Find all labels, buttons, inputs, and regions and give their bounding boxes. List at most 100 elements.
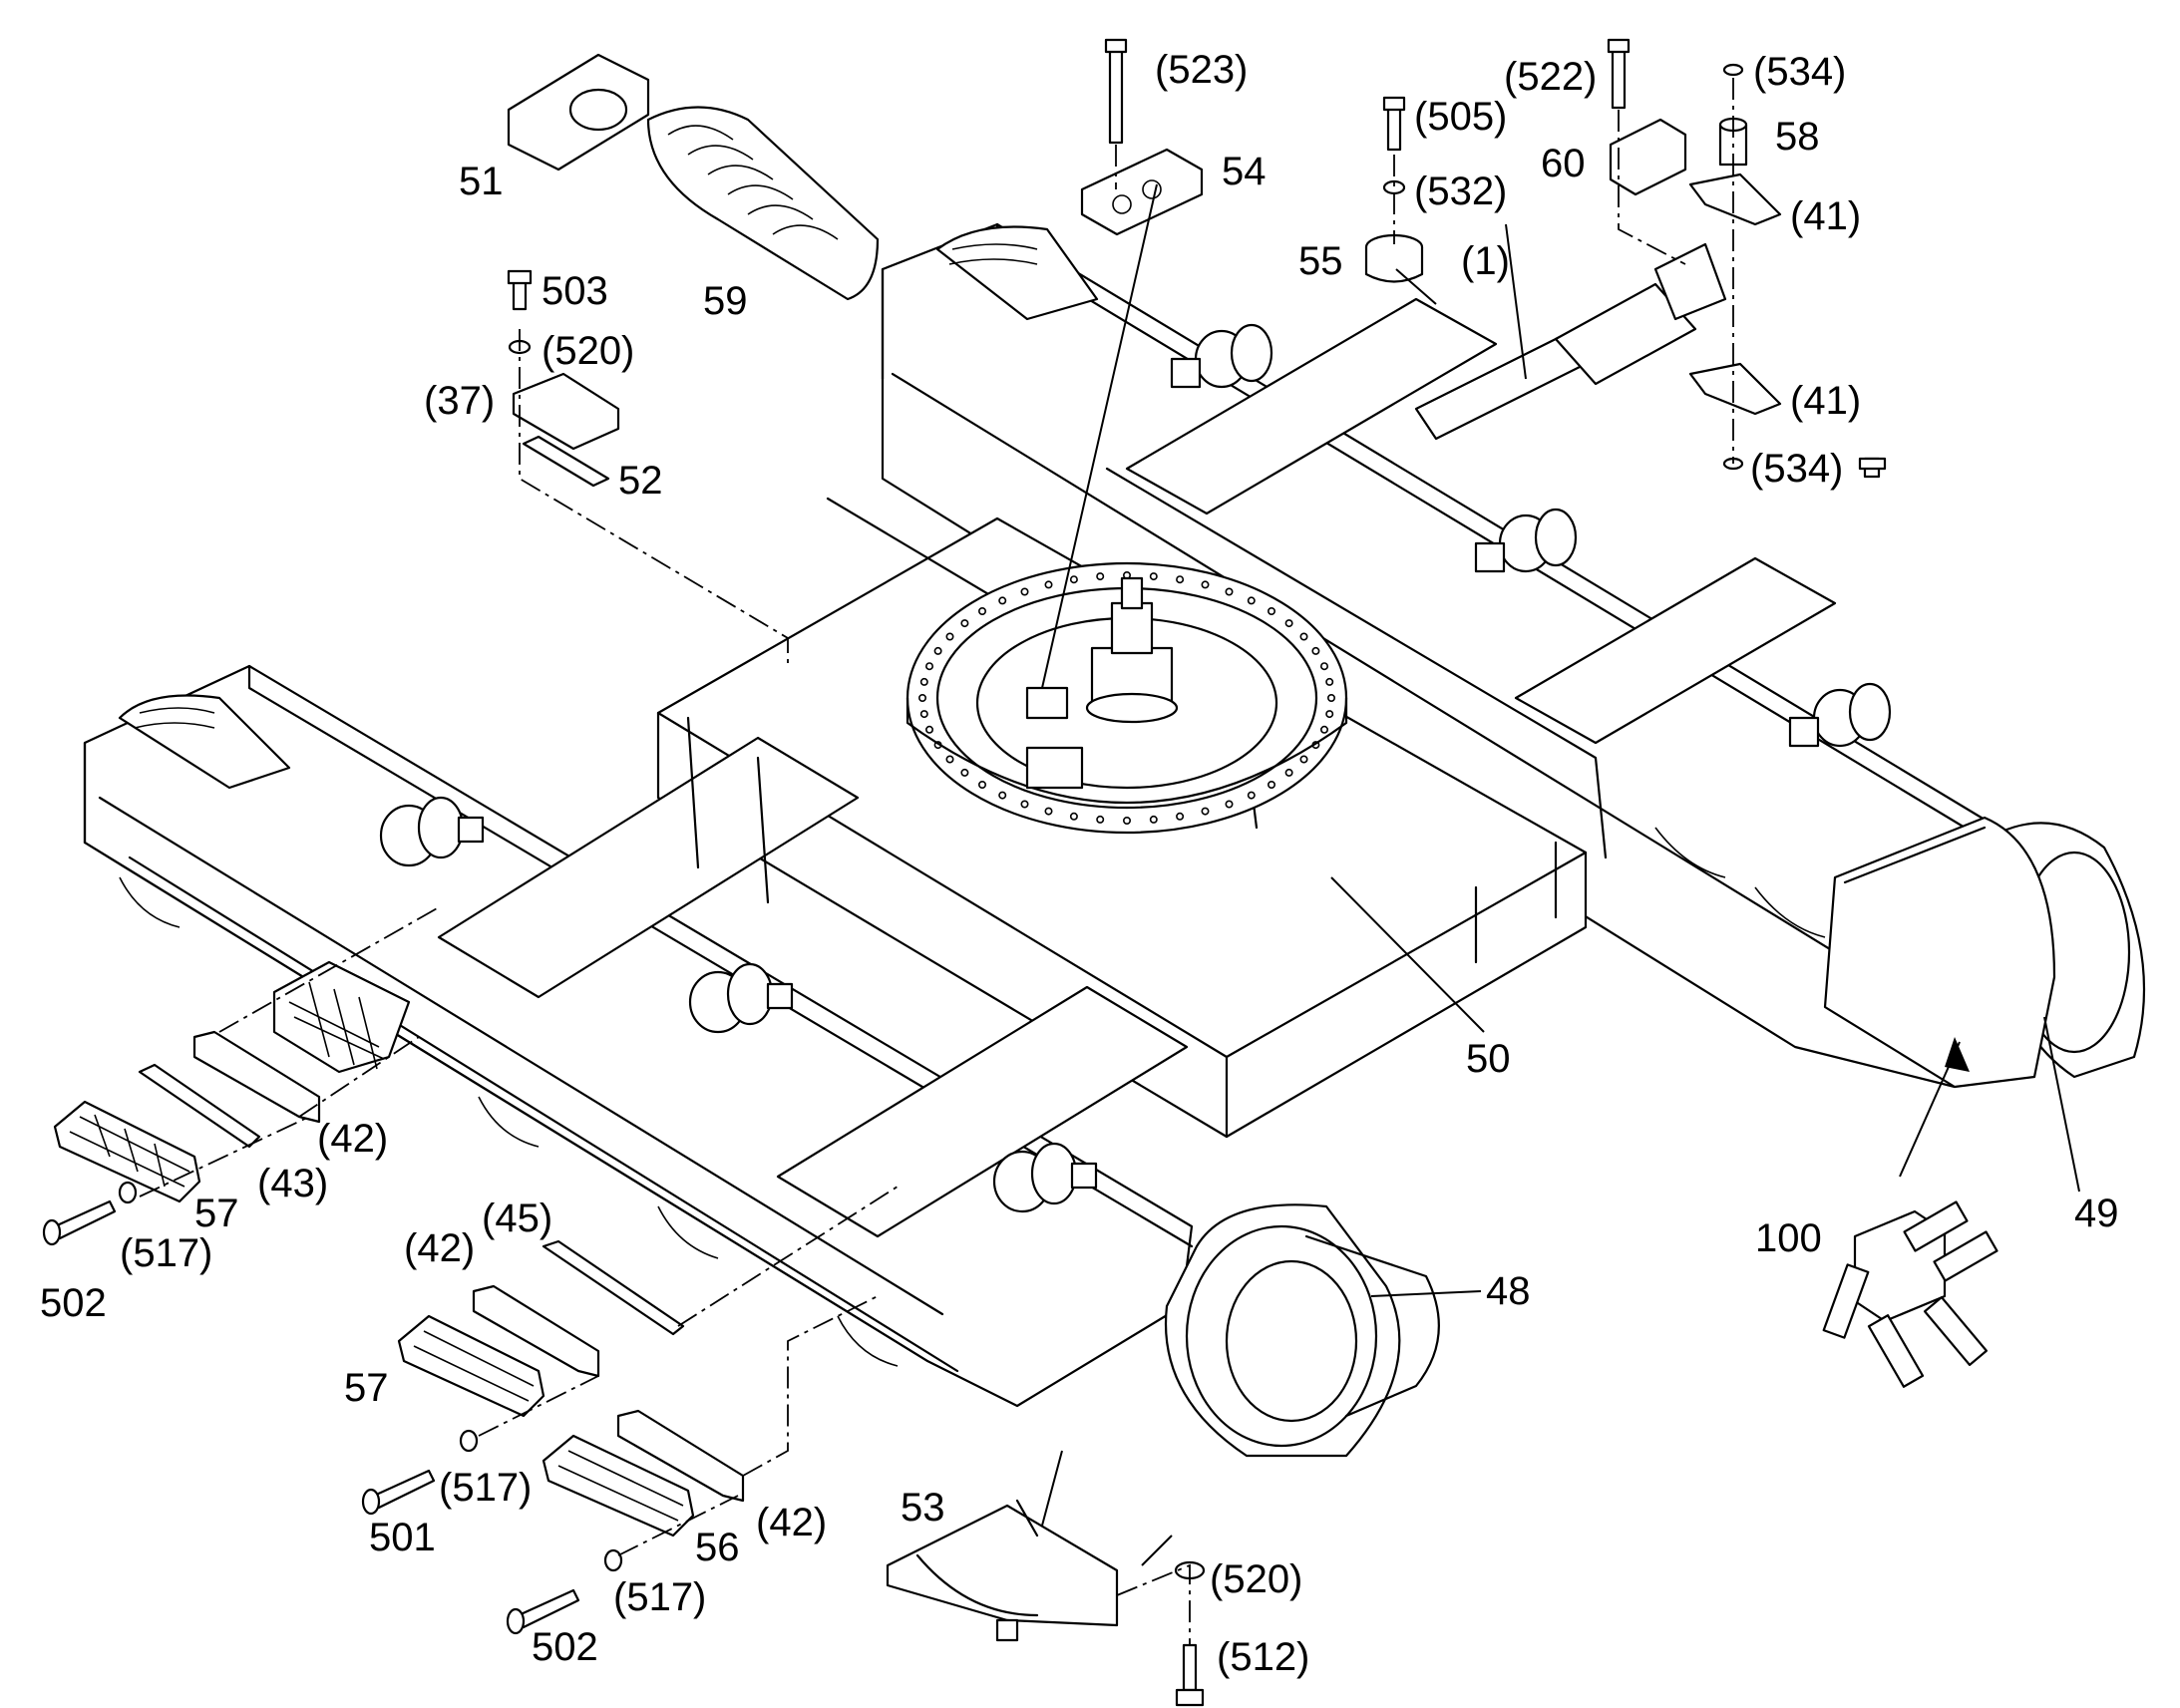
plate-45 xyxy=(542,1239,685,1336)
ring-bolt-hole xyxy=(1044,807,1053,816)
callout-48: 48 xyxy=(1486,1269,1531,1313)
callout-512: (512) xyxy=(1217,1635,1309,1679)
bolt-522 xyxy=(1607,38,1631,110)
callout-502-lower: 502 xyxy=(532,1625,598,1669)
callout-534-upper: (534) xyxy=(1753,50,1846,94)
callout-56: 56 xyxy=(695,1526,740,1569)
ring-bolt-hole xyxy=(1176,812,1185,821)
ring-bolt-hole xyxy=(1284,619,1293,628)
step-57-lower xyxy=(397,1314,545,1418)
callout-50: 50 xyxy=(1466,1037,1511,1081)
callout-42-upper: (42) xyxy=(317,1117,388,1161)
callout-43: (43) xyxy=(257,1162,328,1205)
bracket-42-upper xyxy=(192,1030,321,1124)
ring-bolt-hole xyxy=(1268,606,1276,615)
ring-bolt-hole xyxy=(1284,768,1293,777)
ring-bolt-hole xyxy=(1096,572,1105,581)
callout-57-upper: 57 xyxy=(194,1192,239,1235)
callout-52: 52 xyxy=(618,459,663,503)
travel-motor-sprocket-48 xyxy=(1164,1203,1440,1458)
ring-bolt-hole xyxy=(1247,596,1256,605)
ring-bolt-hole xyxy=(998,596,1007,605)
callout-59: 59 xyxy=(703,279,748,323)
ring-bolt-hole xyxy=(933,741,942,750)
ring-bolt-hole xyxy=(1325,677,1334,686)
ring-bolt-hole xyxy=(960,768,969,777)
bolt-501 xyxy=(361,1429,479,1516)
bolt-523 xyxy=(1104,38,1128,145)
ring-bolt-hole xyxy=(945,755,954,764)
ring-bolt-hole xyxy=(1149,815,1158,824)
ring-bolt-hole xyxy=(1020,587,1029,596)
ring-bolt-hole xyxy=(1225,587,1234,596)
callout-1: (1) xyxy=(1461,239,1510,283)
callout-517-middle: (517) xyxy=(439,1466,532,1510)
ring-bolt-hole xyxy=(977,780,986,789)
rotary-joint xyxy=(1025,576,1179,790)
ring-bolt-hole xyxy=(924,662,933,671)
plate-41-lower xyxy=(1688,362,1782,416)
callout-labels: (523) (522) (534) (505) 58 51 54 60 (532… xyxy=(40,48,2119,1679)
mount-55 xyxy=(1364,233,1424,283)
callout-58: 58 xyxy=(1775,115,1820,159)
ring-bolt-hole xyxy=(1327,693,1336,702)
bracket-51 xyxy=(507,53,650,171)
ring-bolt-hole xyxy=(1201,580,1210,589)
ring-bolt-hole xyxy=(1247,791,1256,800)
callout-55: 55 xyxy=(1298,239,1343,283)
bar-52 xyxy=(522,435,610,488)
callout-520-upper: (520) xyxy=(542,329,634,373)
ring-bolt-hole xyxy=(1069,575,1078,584)
bracket-42-lower xyxy=(616,1409,745,1503)
plate-37 xyxy=(512,372,620,451)
callout-49: 49 xyxy=(2074,1192,2119,1235)
step-56 xyxy=(542,1434,695,1537)
callout-523: (523) xyxy=(1155,48,1248,92)
valve-block-100 xyxy=(1822,1200,1998,1388)
callout-501: 501 xyxy=(369,1516,436,1559)
callout-45: (45) xyxy=(482,1196,552,1240)
ring-bolt-hole xyxy=(1320,725,1329,734)
block-60 xyxy=(1609,118,1687,196)
step-57-upper xyxy=(53,1100,201,1203)
callout-534-lower: (534) xyxy=(1750,447,1843,491)
ring-bolt-hole xyxy=(1176,575,1185,584)
callout-42-lower: (42) xyxy=(756,1501,827,1544)
callout-503: 503 xyxy=(542,269,608,313)
ring-bolt-hole xyxy=(945,632,954,641)
callout-42-middle: (42) xyxy=(404,1226,475,1270)
bolt-502-lower xyxy=(506,1548,623,1635)
plate-43 xyxy=(138,1063,261,1149)
bolt-502-upper xyxy=(42,1181,138,1246)
callout-54: 54 xyxy=(1222,150,1267,193)
ring-bolt-hole xyxy=(1069,812,1078,821)
bellows-59 xyxy=(646,106,880,301)
ring-bolt-hole xyxy=(1268,780,1276,789)
ring-bolt-hole xyxy=(1201,807,1210,816)
ring-bolt-hole xyxy=(977,606,986,615)
callout-37: (37) xyxy=(424,379,495,423)
carrier-rollers xyxy=(379,323,1892,1213)
ring-bolt-hole xyxy=(924,725,933,734)
arrow-100 xyxy=(1945,1037,1970,1072)
cylinder-1 xyxy=(1414,242,1727,441)
ring-bolt-hole xyxy=(1044,580,1053,589)
callout-41-lower: (41) xyxy=(1790,379,1861,423)
ring-bolt-hole xyxy=(1225,800,1234,809)
callout-517-upper: (517) xyxy=(120,1231,212,1275)
bolt-512 xyxy=(1174,1560,1206,1707)
track-guide-53 xyxy=(886,1499,1119,1642)
ring-bolt-hole xyxy=(933,646,942,655)
callout-51: 51 xyxy=(459,160,504,203)
explosion-lines xyxy=(139,78,1734,1645)
ring-bolt-hole xyxy=(1123,816,1132,825)
ring-bolt-hole xyxy=(917,693,926,702)
callout-57-lower: 57 xyxy=(344,1366,389,1410)
block-54 xyxy=(1080,148,1204,236)
ring-bolt-hole xyxy=(1020,800,1029,809)
travel-motor-sprocket-49 xyxy=(1823,816,2146,1089)
ring-bolt-hole xyxy=(1320,662,1329,671)
callout-53: 53 xyxy=(901,1486,945,1530)
ring-bolt-hole xyxy=(1311,741,1320,750)
ring-bolt-hole xyxy=(1311,646,1320,655)
